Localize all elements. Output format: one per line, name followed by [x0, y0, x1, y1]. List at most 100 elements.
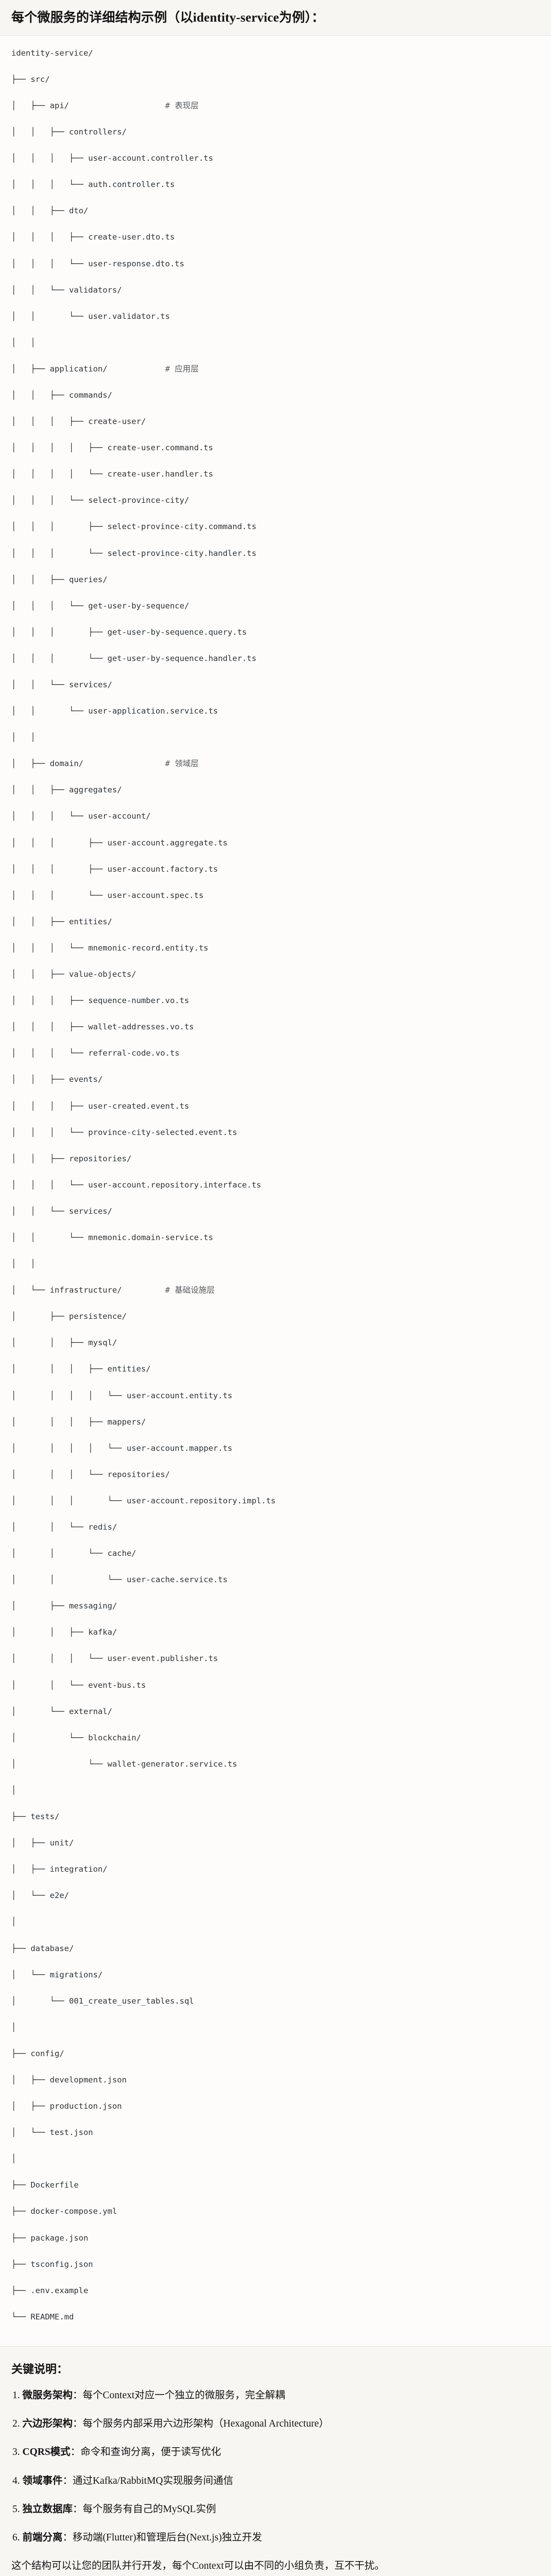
tree-row-path: ├── config/ [11, 2048, 64, 2058]
tree-row: │ │ └── user.validator.ts [11, 310, 540, 324]
tree-row: │ │ │ └── user-event.publisher.ts [11, 1652, 540, 1666]
tree-row: │ │ └── cache/ [11, 1547, 540, 1561]
tree-row-path: │ │ │ ├── sequence-number.vo.ts [11, 996, 190, 1006]
tree-row: │ │ │ ├── user-created.event.ts [11, 1100, 540, 1113]
tree-row: │ ├── api/ # 表现层 [11, 99, 540, 113]
tree-row-path: │ │ │ └── user-account/ [11, 811, 151, 821]
tree-row-path: │ │ ├── value-objects/ [11, 970, 136, 979]
tree-row: │ │ │ └── user-account.repository.interf… [11, 1179, 540, 1192]
key-note-description: 每个服务内部采用六边形架构（Hexagonal Architecture） [82, 2418, 329, 2430]
tree-row-path: │ │ │ └── user-account.repository.interf… [11, 1180, 262, 1190]
tree-row: │ │ [11, 731, 540, 744]
tree-row: │ │ └── user-application.service.ts [11, 705, 540, 718]
key-note-separator: ： [73, 2503, 83, 2515]
tree-row: │ │ │ └── repositories/ [11, 1468, 540, 1482]
tree-row-path: │ │ │ └── user-account.spec.ts [11, 890, 204, 900]
tree-row: │ │ │ ├── entities/ [11, 1363, 540, 1376]
key-note-separator: ： [70, 2447, 81, 2458]
tree-row: │ │ │ ├── user-account.controller.ts [11, 152, 540, 165]
key-note-item: 领域事件：通过Kafka/RabbitMQ实现服务间通信 [12, 2473, 540, 2488]
tree-row: │ │ │ ├── sequence-number.vo.ts [11, 994, 540, 1008]
tree-row: │ ├── integration/ [11, 1863, 540, 1876]
tree-row: │ │ │ └── select-province-city/ [11, 494, 540, 507]
key-note-item: 微服务架构：每个Context对应一个独立的微服务，完全解耦 [12, 2388, 540, 2403]
tree-row: │ │ ├── mysql/ [11, 1336, 540, 1350]
page-title: 每个微服务的详细结构示例（以identity-service为例）： [11, 11, 325, 25]
key-notes-list: 微服务架构：每个Context对应一个独立的微服务，完全解耦六边形架构：每个服务… [11, 2388, 540, 2546]
tree-row-path: │ └── migrations/ [11, 1970, 103, 1979]
tree-row: │ │ ├── kafka/ [11, 1626, 540, 1639]
tree-row: │ │ │ ├── create-user.dto.ts [11, 231, 540, 244]
tree-row: │ │ └── services/ [11, 1205, 540, 1218]
tree-row-path: │ │ │ ├── create-user.dto.ts [11, 232, 175, 242]
key-note-description: 移动端(Flutter)和管理后台(Next.js)独立开发 [73, 2532, 262, 2544]
key-note-description: 通过Kafka/RabbitMQ实现服务间通信 [73, 2475, 234, 2486]
tree-row: │ └── e2e/ [11, 1889, 540, 1903]
tree-row: │ │ └── redis/ [11, 1521, 540, 1534]
tree-row: │ ├── production.json [11, 2100, 540, 2113]
tree-row-path: │ │ ├── repositories/ [11, 1154, 132, 1163]
tree-row-path: │ │ └── mnemonic.domain-service.ts [11, 1232, 213, 1242]
tree-row: │ │ │ └── user-response.dto.ts [11, 258, 540, 271]
tree-row: │ │ │ └── user-account/ [11, 810, 540, 823]
tree-row-path: │ │ │ └── auth.controller.ts [11, 180, 175, 190]
tree-row-path: ├── package.json [11, 2233, 89, 2243]
tree-row-path: │ │ ├── dto/ [11, 206, 89, 216]
tree-row-path: │ │ │ ├── mappers/ [11, 1417, 146, 1427]
key-note-item: 独立数据库：每个服务有自己的MySQL实例 [12, 2502, 540, 2517]
tree-row: │ │ ├── dto/ [11, 205, 540, 218]
tree-row-path: │ ├── development.json [11, 2075, 127, 2084]
tree-row: │ │ ├── repositories/ [11, 1153, 540, 1166]
tree-row: │ ├── application/ # 应用层 [11, 363, 540, 376]
document-header: 每个微服务的详细结构示例（以identity-service为例）： [0, 0, 551, 36]
tree-row-path: │ │ │ ├── user-created.event.ts [11, 1101, 190, 1111]
tree-row-path: │ │ │ └── get-user-by-sequence/ [11, 601, 190, 611]
tree-row: │ └── 001_create_user_tables.sql [11, 1995, 540, 2008]
tree-row: ├── config/ [11, 2047, 540, 2061]
tree-row: │ │ │ └── mnemonic-record.entity.ts [11, 942, 540, 955]
tree-row-path: └── README.md [11, 2312, 74, 2321]
tree-row: │ │ ├── commands/ [11, 389, 540, 402]
key-note-item: 前端分离：移动端(Flutter)和管理后台(Next.js)独立开发 [12, 2530, 540, 2545]
tree-row-path: │ │ └── user-cache.service.ts [11, 1575, 228, 1585]
tree-row-path: │ │ │ │ └── create-user.handler.ts [11, 469, 213, 479]
tree-row-path: │ │ │ └── user-event.publisher.ts [11, 1654, 218, 1664]
tree-row-path: │ ├── persistence/ [11, 1312, 127, 1321]
tree-row: │ ├── persistence/ [11, 1310, 540, 1324]
tree-row: │ │ │ │ └── user-account.entity.ts [11, 1389, 540, 1403]
tree-row: │ [11, 2153, 540, 2166]
tree-row-path: ├── Dockerfile [11, 2180, 79, 2190]
tree-row-path: │ │ │ └── user-response.dto.ts [11, 259, 184, 268]
tree-row: │ │ [11, 1258, 540, 1271]
tree-row-path: │ │ ├── queries/ [11, 574, 108, 584]
tree-row: │ │ │ └── user-account.repository.impl.t… [11, 1495, 540, 1508]
directory-tree: identity-service/ ├── src/ │ ├── api/ # … [11, 47, 540, 2337]
tree-row: ├── .env.example [11, 2284, 540, 2298]
tree-row-path: │ │ │ ├── select-province-city.command.t… [11, 522, 256, 532]
tree-row-path: │ │ ├── mysql/ [11, 1338, 117, 1348]
key-note-term: 微服务架构 [22, 2389, 73, 2401]
tree-row: │ │ │ ├── mappers/ [11, 1416, 540, 1429]
tree-row-path: │ │ └── redis/ [11, 1522, 117, 1532]
tree-row-path: │ │ │ └── select-province-city/ [11, 496, 190, 505]
tree-row: │ │ │ ├── get-user-by-sequence.query.ts [11, 626, 540, 639]
tree-row: │ │ │ │ └── create-user.handler.ts [11, 468, 540, 481]
key-note-term: 六边形架构 [22, 2418, 73, 2430]
tree-row-path: ├── .env.example [11, 2285, 89, 2295]
tree-row: │ │ └── validators/ [11, 284, 540, 297]
tree-row-path: │ │ │ └── repositories/ [11, 1469, 170, 1479]
tree-row: │ │ │ └── province-city-selected.event.t… [11, 1126, 540, 1140]
tree-row: ├── tsconfig.json [11, 2258, 540, 2272]
tree-row-path: ├── src/ [11, 74, 50, 84]
tree-row-path: │ [11, 2022, 16, 2032]
key-note-separator: ： [73, 2418, 83, 2430]
tree-row-comment: # 基础设施层 [165, 1285, 215, 1295]
tree-row: │ └── blockchain/ [11, 1732, 540, 1745]
tree-row-path: │ │ │ └── get-user-by-sequence.handler.t… [11, 653, 256, 663]
tree-row: │ ├── development.json [11, 2074, 540, 2087]
tree-row-path: │ ├── domain/ [11, 759, 83, 769]
tree-row: │ ├── unit/ [11, 1837, 540, 1850]
tree-row: │ │ └── services/ [11, 679, 540, 692]
tree-row: │ │ │ ├── wallet-addresses.vo.ts [11, 1021, 540, 1034]
